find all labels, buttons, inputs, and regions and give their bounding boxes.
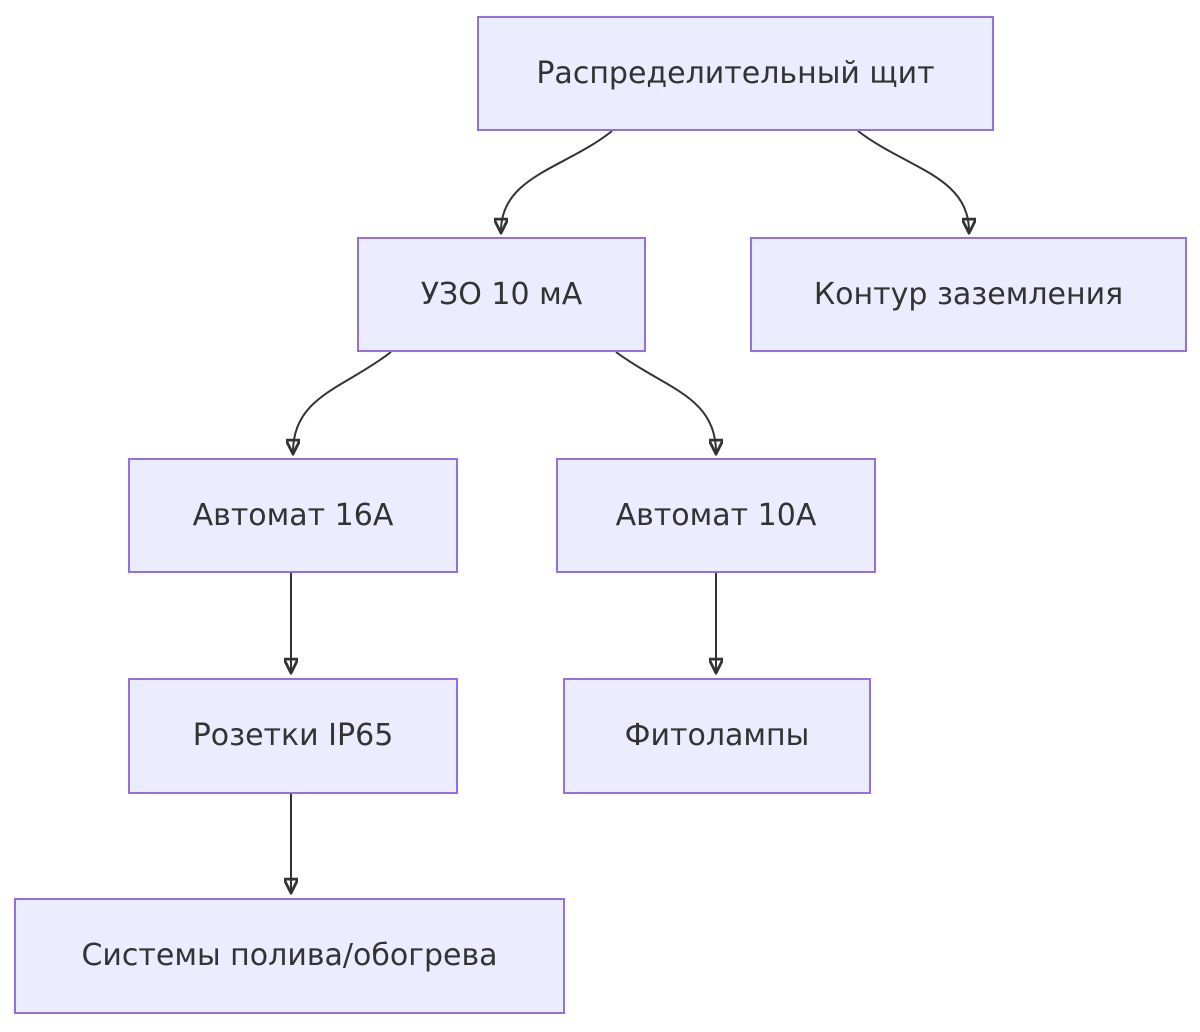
node-breaker-10a-label: Автомат 10А bbox=[615, 497, 817, 533]
edge-rcd-to-breaker16 bbox=[293, 351, 392, 452]
node-irrigation-heating-systems-label: Системы полива/обогрева bbox=[81, 938, 498, 973]
node-breaker-16a: Автомат 16А bbox=[128, 458, 458, 573]
node-grounding-circuit: Контур заземления bbox=[750, 237, 1187, 352]
node-phytolamps: Фитолампы bbox=[563, 678, 871, 794]
node-breaker-16a-label: Автомат 16А bbox=[192, 497, 394, 533]
edge-rcd-to-breaker10 bbox=[615, 351, 716, 452]
node-distribution-panel: Распределительный щит bbox=[477, 16, 994, 131]
node-grounding-circuit-label: Контур заземления bbox=[813, 276, 1124, 312]
node-rcd-10ma: УЗО 10 мА bbox=[357, 237, 646, 352]
node-phytolamps-label: Фитолампы bbox=[624, 718, 810, 753]
node-breaker-10a: Автомат 10А bbox=[556, 458, 876, 573]
edge-panel-to-rcd bbox=[501, 130, 613, 231]
node-sockets-ip65-label: Розетки IP65 bbox=[192, 718, 394, 753]
node-distribution-panel-label: Распределительный щит bbox=[536, 55, 935, 91]
node-irrigation-heating-systems: Системы полива/обогрева bbox=[14, 898, 565, 1014]
node-rcd-10ma-label: УЗО 10 мА bbox=[420, 276, 583, 312]
edge-panel-to-ground bbox=[857, 130, 969, 231]
node-sockets-ip65: Розетки IP65 bbox=[128, 678, 458, 794]
